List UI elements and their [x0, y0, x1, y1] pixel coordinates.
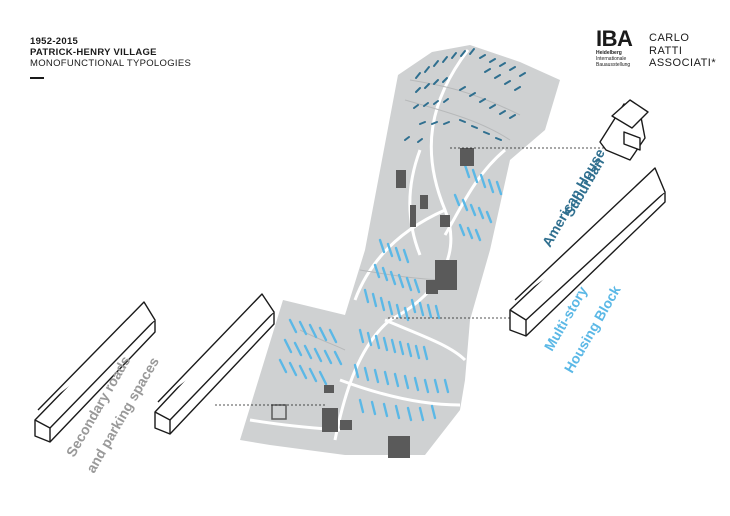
secondary-block-icon-left — [34, 301, 156, 443]
secondary-block-icon-middle — [154, 293, 275, 435]
suburban-house-icon — [599, 99, 649, 161]
suburban-houses — [404, 48, 526, 143]
cra-line1: CARLO — [649, 32, 690, 44]
cra-line3: ASSOCIATI* — [649, 57, 717, 69]
cra-logo: CARLO RATTI ASSOCIATI* — [649, 32, 716, 70]
cra-line2: RATTI — [649, 44, 683, 57]
multistory-blocks — [278, 163, 503, 422]
years-text: 1952-2015 — [30, 36, 79, 47]
site-plan — [240, 45, 560, 455]
page-subtitle: MONOFUNCTIONAL TYPOLOGIES — [30, 58, 192, 69]
other-buildings — [322, 148, 474, 458]
iba-mark: IBA — [596, 26, 633, 51]
title-dash — [30, 77, 44, 79]
multistory-block-icon — [509, 167, 666, 337]
iba-line1: Heidelberg — [596, 50, 622, 56]
iba-line3: Bauausstellung — [596, 62, 631, 68]
header-block: 1952-2015 PATRICK-HENRY VILLAGE MONOFUNC… — [30, 36, 191, 79]
iba-logo: IBA Heidelberg Internationale Bauausstel… — [596, 26, 633, 69]
leader-lines — [215, 147, 620, 406]
page-title: PATRICK-HENRY VILLAGE — [30, 47, 157, 58]
iba-line2: Internationale — [596, 56, 627, 62]
